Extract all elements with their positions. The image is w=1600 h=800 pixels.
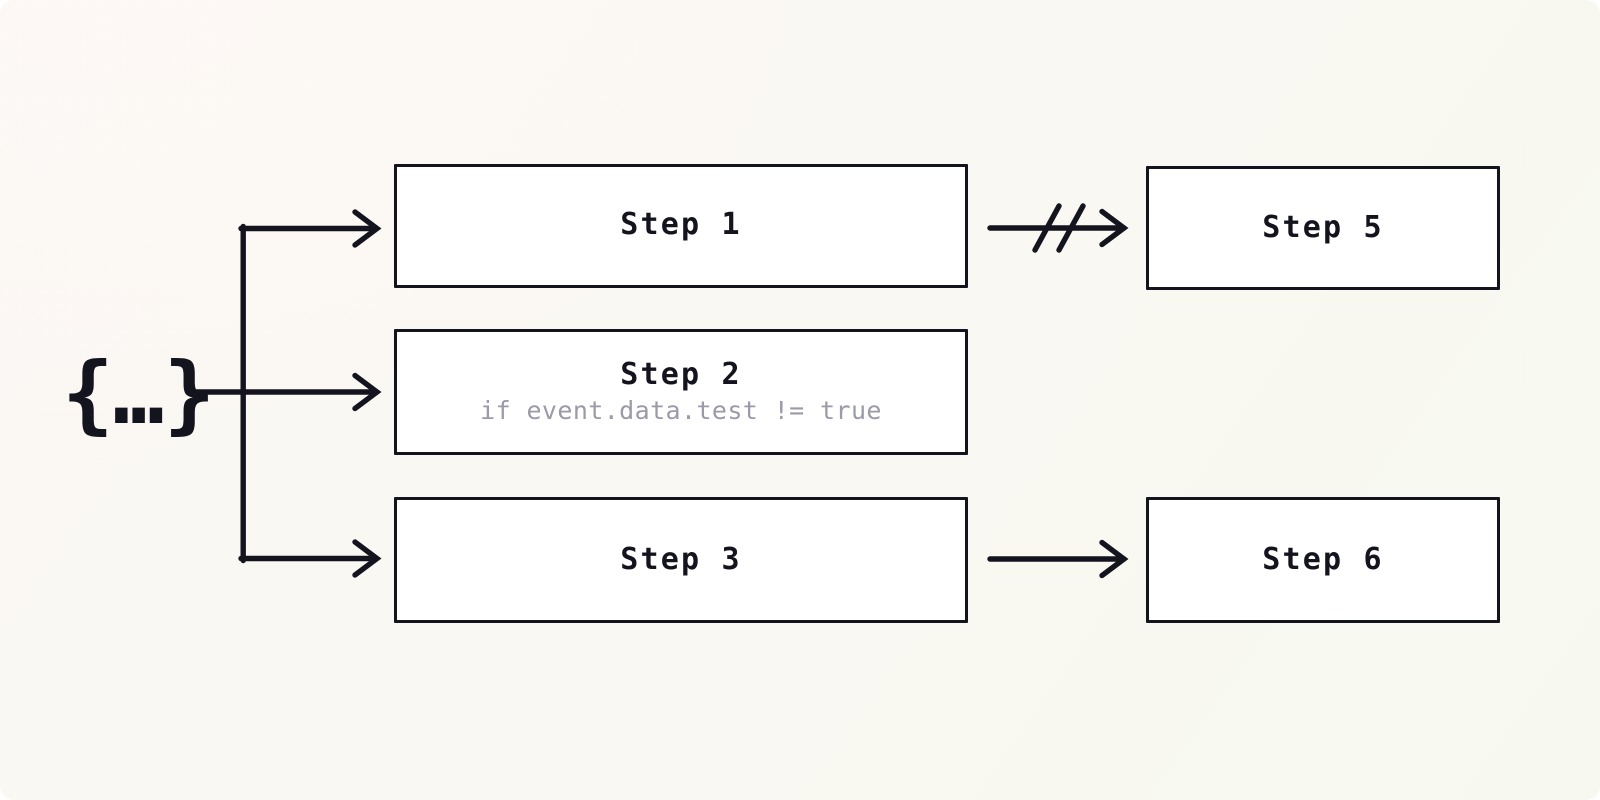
node-step-5[interactable]: Step 5 [1146,166,1500,290]
node-step-3-title: Step 3 [620,542,742,578]
node-step-1[interactable]: Step 1 [394,164,968,288]
node-step-2[interactable]: Step 2 if event.data.test != true [394,329,968,455]
edge-trigger-to-step-1 [238,209,382,248]
node-step-5-title: Step 5 [1262,210,1384,246]
node-step-2-condition: if event.data.test != true [480,395,882,425]
node-step-3[interactable]: Step 3 [394,497,968,623]
node-step-6[interactable]: Step 6 [1146,497,1500,623]
node-step-6-title: Step 6 [1262,542,1384,578]
edge-trigger-to-step-2 [240,372,382,412]
edge-trigger-to-step-3 [238,539,382,578]
edge-step-3-to-step-6 [987,539,1129,579]
severed-slash-1 [1032,203,1062,253]
node-step-2-title: Step 2 [620,357,742,393]
json-event-trigger-icon: {…} [62,344,215,444]
node-step-1-title: Step 1 [620,207,742,243]
edge-step-1-to-step-5-severed [987,203,1129,253]
severed-slash-2 [1056,203,1086,253]
